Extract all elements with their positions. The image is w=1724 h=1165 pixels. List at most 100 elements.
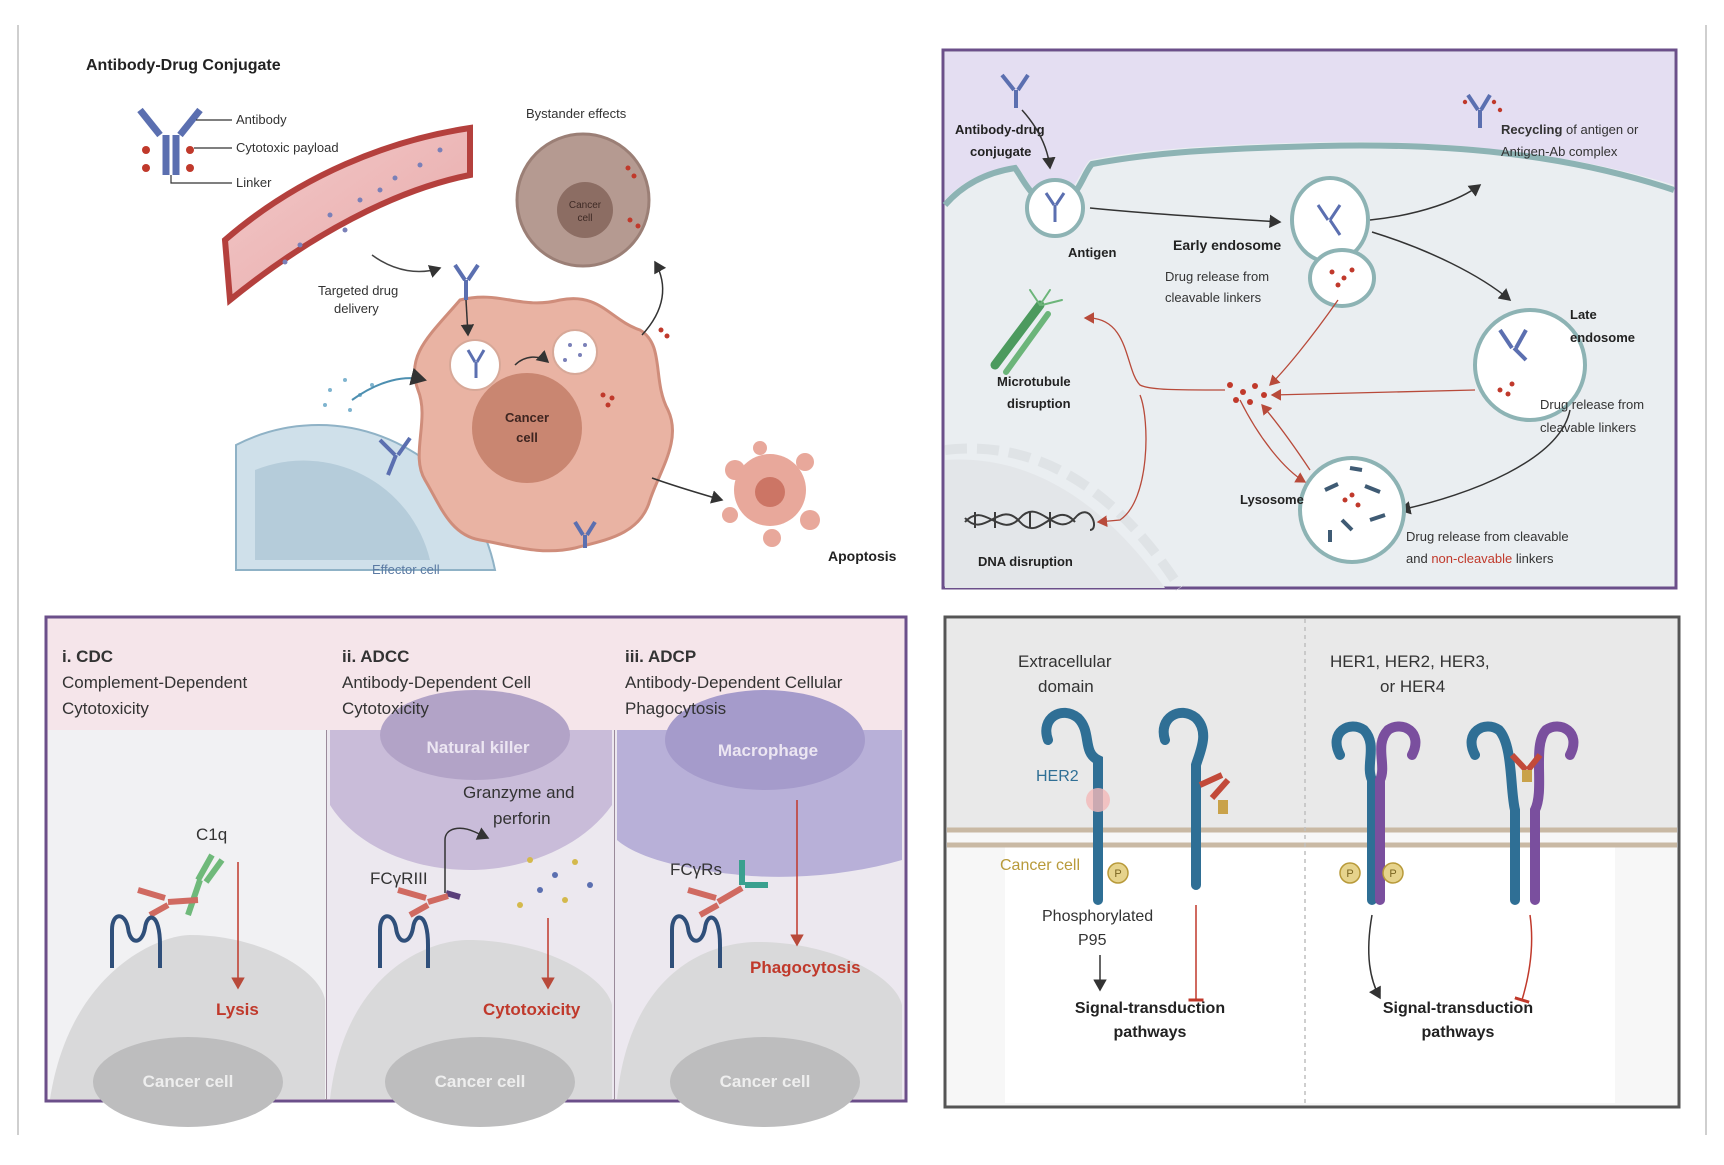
svg-text:Cancer cell: Cancer cell xyxy=(720,1072,811,1091)
svg-text:cleavable linkers: cleavable linkers xyxy=(1540,420,1637,435)
svg-text:iii. ADCP: iii. ADCP xyxy=(625,647,696,666)
svg-text:Macrophage: Macrophage xyxy=(718,741,818,760)
adc-binding-icon xyxy=(453,263,480,300)
antigen-label: Antigen xyxy=(1068,245,1116,260)
microtubule-icon xyxy=(990,289,1063,375)
her-dimer xyxy=(1331,721,1421,905)
svg-text:Drug release from cleavable: Drug release from cleavable xyxy=(1406,529,1569,544)
adc-entry-icon xyxy=(1000,73,1030,108)
effector-cell-label: Effector cell xyxy=(372,562,440,577)
her2-receptor-bound xyxy=(1158,707,1209,890)
svg-text:or HER4: or HER4 xyxy=(1380,677,1445,696)
svg-text:Signal-transduction: Signal-transduction xyxy=(1075,1000,1225,1017)
svg-text:Lysis: Lysis xyxy=(216,1000,259,1019)
svg-text:HER2: HER2 xyxy=(1036,768,1079,785)
svg-text:pathways: pathways xyxy=(1114,1024,1187,1041)
antibody-cdc-icon xyxy=(137,887,199,918)
her-dimer-bound xyxy=(1466,721,1579,905)
svg-text:Phagocytosis: Phagocytosis xyxy=(625,699,726,718)
granules xyxy=(517,857,593,908)
svg-text:disruption: disruption xyxy=(1007,396,1071,411)
legend-payload: Cytotoxic payload xyxy=(236,140,339,155)
svg-text:P: P xyxy=(1389,868,1396,880)
svg-text:perforin: perforin xyxy=(493,809,551,828)
svg-text:delivery: delivery xyxy=(334,301,379,316)
svg-text:domain: domain xyxy=(1038,677,1094,696)
svg-text:Microtubule: Microtubule xyxy=(997,374,1071,389)
svg-text:Cytotoxicity: Cytotoxicity xyxy=(342,699,429,718)
svg-text:Antibody-Dependent Cell: Antibody-Dependent Cell xyxy=(342,673,531,692)
svg-text:Cancer: Cancer xyxy=(505,410,549,425)
legend-linker: Linker xyxy=(236,175,272,190)
recycled-antibody-icon xyxy=(1466,93,1492,128)
antibody-adcc-icon xyxy=(397,887,449,918)
svg-text:Antigen-Ab complex: Antigen-Ab complex xyxy=(1501,144,1618,159)
mechanisms-panel: i. CDC Complement-Dependent Cytotoxicity… xyxy=(44,615,908,1127)
svg-text:Complement-Dependent: Complement-Dependent xyxy=(62,673,247,692)
svg-text:i. CDC: i. CDC xyxy=(62,647,113,666)
trastuzumab-icon xyxy=(1198,772,1231,800)
svg-text:Cancer cell: Cancer cell xyxy=(1000,857,1080,874)
bystander-label: Bystander effects xyxy=(526,106,627,121)
lysosome-fragments xyxy=(1324,466,1386,542)
adc-effector-icon xyxy=(378,436,412,476)
svg-text:cell: cell xyxy=(577,213,592,224)
svg-text:Antibody-Dependent Cellular: Antibody-Dependent Cellular xyxy=(625,673,843,692)
adc-panel: Antibody-Drug Conjugate Antibody Cytotox… xyxy=(86,57,897,577)
svg-text:ii. ADCC: ii. ADCC xyxy=(342,647,409,666)
svg-text:P: P xyxy=(1114,868,1121,880)
internalization-panel: Antibody-drug conjugate Antigen Early en… xyxy=(941,48,1678,591)
blood-vessel xyxy=(221,124,473,306)
svg-text:Drug release from: Drug release from xyxy=(1540,397,1644,412)
adcp-section: iii. ADCP Antibody-Dependent Cellular Ph… xyxy=(615,647,904,1127)
svg-text:Natural killer: Natural killer xyxy=(427,738,530,757)
released-payload xyxy=(1227,382,1267,405)
svg-text:Cancer: Cancer xyxy=(569,200,602,211)
svg-text:P95: P95 xyxy=(1078,932,1107,949)
her2-receptor xyxy=(1041,707,1103,905)
svg-text:Granzyme and: Granzyme and xyxy=(463,783,575,802)
vessel-adcs xyxy=(282,147,443,265)
endosome-2 xyxy=(552,329,598,375)
svg-text:Antibody-drug: Antibody-drug xyxy=(955,122,1045,137)
svg-text:Signal-transduction: Signal-transduction xyxy=(1383,1000,1533,1017)
recycling-label: Recycling of antigen or xyxy=(1501,122,1639,137)
bystander-nucleus xyxy=(557,182,613,238)
legend-antibody: Antibody xyxy=(236,112,287,127)
svg-text:endosome: endosome xyxy=(1570,330,1635,345)
svg-text:Extracellular: Extracellular xyxy=(1018,652,1112,671)
late-endosome xyxy=(1473,308,1587,422)
cdc-section: i. CDC Complement-Dependent Cytotoxicity… xyxy=(48,647,326,1127)
svg-text:cleavable linkers: cleavable linkers xyxy=(1165,290,1262,305)
svg-text:C1q: C1q xyxy=(196,825,227,844)
svg-text:FCγRIII: FCγRIII xyxy=(370,869,428,888)
svg-text:pathways: pathways xyxy=(1422,1024,1495,1041)
svg-text:Late: Late xyxy=(1570,307,1597,322)
early-endosome-label: Early endosome xyxy=(1173,237,1281,253)
antibody-legend-icon xyxy=(137,107,203,175)
dna-label: DNA disruption xyxy=(978,554,1073,569)
antibody-adcp-icon xyxy=(687,885,744,918)
svg-text:Phosphorylated: Phosphorylated xyxy=(1042,908,1153,925)
svg-text:and non-cleavable linkers: and non-cleavable linkers xyxy=(1406,551,1554,566)
lysosome-label: Lysosome xyxy=(1240,492,1304,507)
adc-title: Antibody-Drug Conjugate xyxy=(86,57,281,74)
svg-text:Drug release from: Drug release from xyxy=(1165,269,1269,284)
p95-cleavage-site xyxy=(1086,788,1110,812)
her2-panel: Extracellular domain HER2 Cancer cell P … xyxy=(943,615,1681,1109)
svg-text:Phagocytosis: Phagocytosis xyxy=(750,958,861,977)
svg-text:Cytotoxicity: Cytotoxicity xyxy=(62,699,149,718)
adcc-section: ii. ADCC Antibody-Dependent Cell Cytotox… xyxy=(327,647,614,1127)
phosphate-icon xyxy=(1107,862,1129,884)
svg-text:cell: cell xyxy=(516,430,538,445)
svg-text:Cancer cell: Cancer cell xyxy=(435,1072,526,1091)
apoptosis-label: Apoptosis xyxy=(828,548,897,564)
svg-text:conjugate: conjugate xyxy=(970,144,1031,159)
svg-text:HER1, HER2, HER3,: HER1, HER2, HER3, xyxy=(1330,652,1490,671)
svg-text:Cytotoxicity: Cytotoxicity xyxy=(483,1000,581,1019)
svg-text:Targeted drug: Targeted drug xyxy=(318,283,398,298)
dna-icon xyxy=(964,510,1095,531)
svg-text:FCγRs: FCγRs xyxy=(670,860,722,879)
